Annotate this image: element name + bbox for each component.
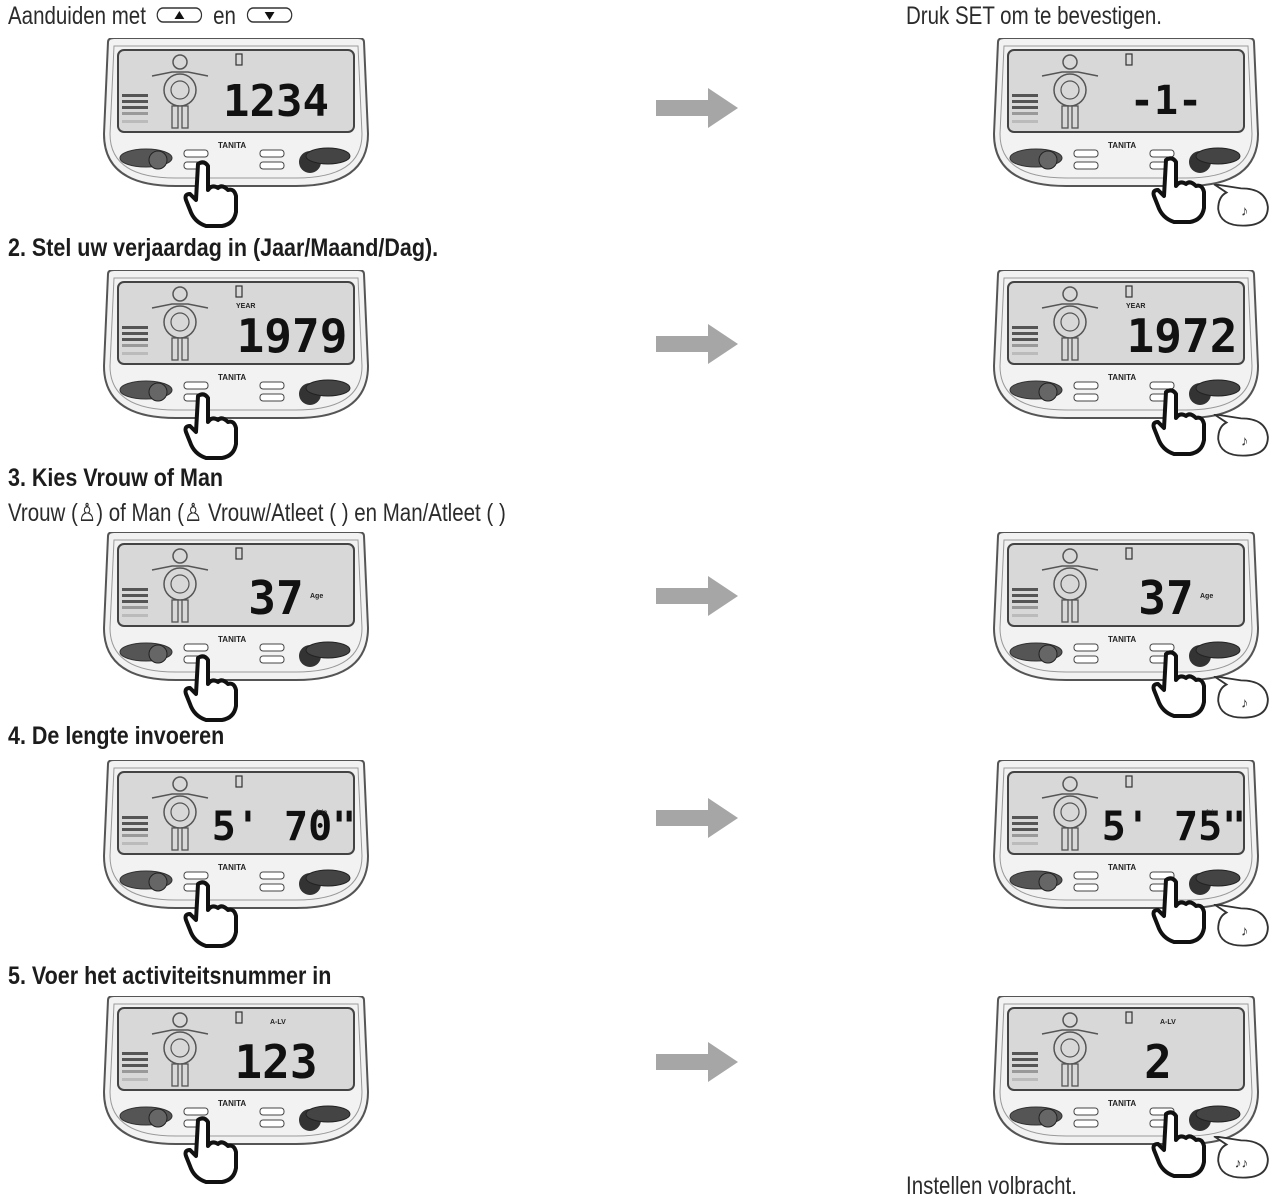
lcd-label: YEAR	[236, 303, 255, 310]
brand-label: TANITA	[1108, 373, 1136, 382]
right-arrow-icon	[656, 576, 738, 616]
pointing-hand-icon	[1151, 1110, 1206, 1178]
lcd-number: 5' 70"	[212, 804, 357, 850]
lcd-number: 1234	[223, 76, 329, 127]
pointing-hand-icon	[183, 1116, 238, 1184]
right-arrow-icon	[656, 324, 738, 364]
brand-label: TANITA	[1108, 635, 1136, 644]
scale-device-step4-left: 5' 70" ft in TANITA	[103, 760, 369, 909]
pointing-hand-icon	[1151, 388, 1206, 456]
intro-text-mid: en	[213, 2, 236, 30]
beep-note-icon: ♪	[1213, 184, 1269, 227]
beep-note-icon: ♪	[1213, 414, 1269, 457]
intro-text-before: Aanduiden met	[8, 2, 146, 30]
scale-device-step4-right: 5' 75" ft in TANITA	[993, 760, 1259, 909]
beep-note-icon: ♪♪	[1213, 1136, 1269, 1179]
beep-note-icon: ♪	[1213, 676, 1269, 719]
svg-text:♪♪: ♪♪	[1235, 1155, 1248, 1170]
pointing-hand-icon	[1151, 156, 1206, 224]
brand-label: TANITA	[1108, 141, 1136, 150]
brand-label: TANITA	[218, 635, 246, 644]
scale-device-step5-right: A-LV 2 TANITA	[993, 996, 1259, 1145]
lcd-label: Age	[310, 593, 323, 600]
lcd-label: A-LV	[1160, 1019, 1176, 1026]
pointing-hand-icon	[183, 654, 238, 722]
scale-device-step3-left: 37 Age TANITA	[103, 532, 369, 681]
scale-device-step5-left: A-LV 123 TANITA	[103, 996, 369, 1145]
scale-device-step3-right: 37 Age TANITA	[993, 532, 1259, 681]
up-button-icon	[156, 7, 203, 24]
brand-label: TANITA	[218, 863, 246, 872]
lcd-label: ft in	[316, 810, 327, 816]
intro-line: Aanduiden met en	[8, 2, 297, 31]
down-button-icon	[246, 7, 293, 24]
step-3-subtitle: Vrouw (♙) of Man (♙ Vrouw/Atleet ( ) en …	[8, 499, 506, 527]
brand-label: TANITA	[218, 1099, 246, 1108]
beep-note-icon: ♪	[1213, 904, 1269, 947]
lcd-number: 37	[1138, 571, 1193, 625]
right-arrow-icon	[656, 1042, 738, 1082]
pointing-hand-icon	[183, 392, 238, 460]
lcd-label: A-LV	[270, 1019, 286, 1026]
scale-device-step2-left: YEAR 1979 TANITA	[103, 270, 369, 419]
scale-device-step1-left: 1234 TANITA	[103, 38, 369, 187]
svg-text:♪: ♪	[1241, 695, 1248, 711]
pointing-hand-icon	[183, 880, 238, 948]
brand-label: TANITA	[1108, 1099, 1136, 1108]
svg-text:♪: ♪	[1241, 433, 1248, 449]
pointing-hand-icon	[1151, 876, 1206, 944]
brand-label: TANITA	[1108, 863, 1136, 872]
lcd-number: 1979	[237, 309, 348, 363]
lcd-number: 5' 75"	[1102, 804, 1247, 850]
lcd-number: 37	[248, 571, 303, 625]
scale-device-step2-right: YEAR 1972 TANITA	[993, 270, 1259, 419]
brand-label: TANITA	[218, 373, 246, 382]
svg-text:♪: ♪	[1241, 203, 1248, 219]
scale-device-step1-right: -1- TANITA	[993, 38, 1259, 187]
step-4-title: 4. De lengte invoeren	[8, 722, 225, 750]
pointing-hand-icon	[1151, 650, 1206, 718]
confirm-instruction: Druk SET om te bevestigen.	[906, 2, 1162, 30]
step-3-title: 3. Kies Vrouw of Man	[8, 464, 224, 492]
pointing-hand-icon	[183, 160, 238, 228]
right-arrow-icon	[656, 798, 738, 838]
lcd-label: ft in	[1206, 810, 1217, 816]
lcd-number: 2	[1144, 1035, 1172, 1089]
right-arrow-icon	[656, 88, 738, 128]
lcd-number: 123	[234, 1035, 317, 1089]
lcd-number: -1-	[1130, 78, 1202, 124]
lcd-number: 1972	[1127, 309, 1238, 363]
svg-text:♪: ♪	[1241, 923, 1248, 939]
lcd-label: Age	[1200, 593, 1213, 600]
footer-text: Instellen volbracht.	[906, 1172, 1077, 1200]
lcd-label: YEAR	[1126, 303, 1145, 310]
brand-label: TANITA	[218, 141, 246, 150]
step-5-title: 5. Voer het activiteitsnummer in	[8, 962, 332, 990]
step-2-title: 2. Stel uw verjaardag in (Jaar/Maand/Dag…	[8, 234, 439, 262]
